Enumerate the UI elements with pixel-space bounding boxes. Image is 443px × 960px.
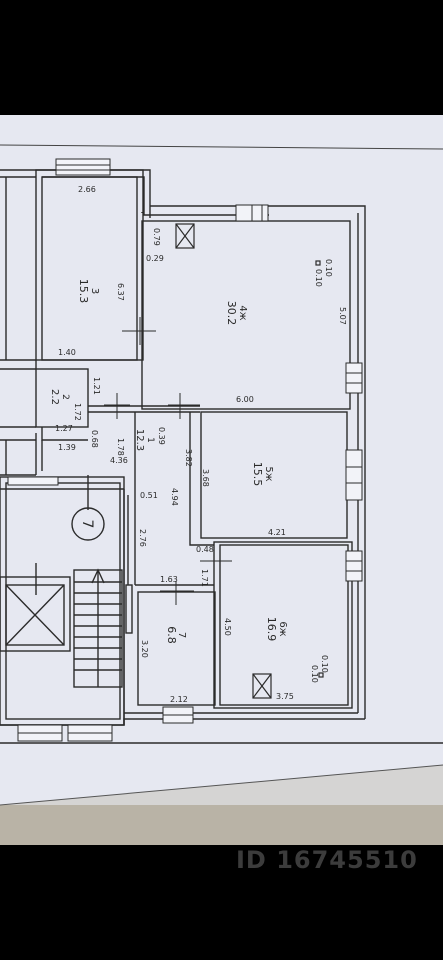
dimension-label: 1.27	[55, 424, 73, 433]
dimension-label: 0.29	[146, 254, 164, 263]
dimension-label: 0.39	[157, 427, 166, 445]
dimension-label: 0.48	[196, 545, 214, 554]
svg-text:15.5: 15.5	[251, 462, 264, 487]
room-4-label: 4ж 30.2	[225, 301, 248, 326]
dimension-label: 1.39	[58, 443, 76, 452]
dimension-label: 1.72	[73, 403, 82, 421]
dimension-label: 3.68	[201, 469, 210, 487]
watermark-id: ID 16745510	[236, 846, 418, 874]
dimension-label: 2.66	[78, 185, 96, 194]
floor-plan-drawing	[0, 115, 443, 845]
dimension-label: 0.68	[90, 430, 99, 448]
dimension-label: 3.20	[140, 640, 149, 658]
dimension-label: 4.36	[110, 456, 128, 465]
dimension-label: 6.37	[116, 283, 125, 301]
floor-plan-photo: 3 15.3 4ж 30.2 2 2.2 1 12.3 5ж 15.5	[0, 115, 443, 845]
svg-text:1: 1	[145, 437, 155, 443]
dimension-label: 0.10	[310, 665, 319, 683]
room-5-label: 5ж 15.5	[251, 462, 274, 487]
dimension-label: 0.79	[152, 228, 161, 246]
ventilation-boxes	[175, 223, 324, 699]
dimension-label: 1.71	[200, 569, 209, 587]
room-1-label: 1 12.3	[134, 429, 155, 451]
svg-text:6ж: 6ж	[277, 621, 288, 636]
dimension-label: 4.94	[170, 488, 179, 506]
svg-text:6.8: 6.8	[165, 626, 178, 644]
svg-text:7: 7	[79, 520, 95, 529]
svg-text:16.9: 16.9	[265, 617, 278, 642]
room-6-label: 6ж 16.9	[265, 617, 288, 642]
svg-text:12.3: 12.3	[134, 429, 145, 451]
dimension-label: 0.10	[314, 269, 323, 287]
dimension-label: 3.82	[184, 449, 193, 467]
dimension-label: 1.40	[58, 348, 76, 357]
dimension-label: 1.21	[92, 377, 101, 395]
svg-text:30.2: 30.2	[225, 301, 238, 326]
dimension-label: 4.50	[223, 618, 232, 636]
wall-ticks	[104, 317, 232, 655]
dimension-label: 0.51	[140, 491, 158, 500]
dimension-label: 2.12	[170, 695, 188, 704]
svg-text:5ж: 5ж	[263, 466, 274, 481]
dimension-label: 1.78	[116, 438, 125, 456]
dimension-label: 4.21	[268, 528, 286, 537]
svg-text:2: 2	[60, 394, 70, 400]
dimension-label: 0.10	[324, 259, 333, 277]
room-7-label: 7 6.8	[165, 626, 187, 644]
room-3-label: 3 15.3	[77, 279, 100, 304]
room-2-label: 2 2.2	[49, 389, 70, 405]
svg-text:2.2: 2.2	[49, 389, 60, 405]
svg-text:15.3: 15.3	[77, 279, 90, 304]
dimension-label: 0.10	[320, 655, 329, 673]
dimension-label: 6.00	[236, 395, 254, 404]
plan-labels: 3 15.3 4ж 30.2 2 2.2 1 12.3 5ж 15.5	[49, 185, 347, 704]
floor-marker-label: 7	[79, 520, 95, 529]
dimension-label: 5.07	[338, 307, 347, 325]
svg-text:4ж: 4ж	[237, 305, 248, 320]
dimension-label: 2.76	[138, 529, 147, 547]
svg-text:3: 3	[89, 288, 100, 294]
svg-text:7: 7	[176, 632, 187, 638]
windows	[7, 158, 363, 742]
dimension-label: 3.75	[276, 692, 294, 701]
dimension-label: 1.63	[160, 575, 178, 584]
